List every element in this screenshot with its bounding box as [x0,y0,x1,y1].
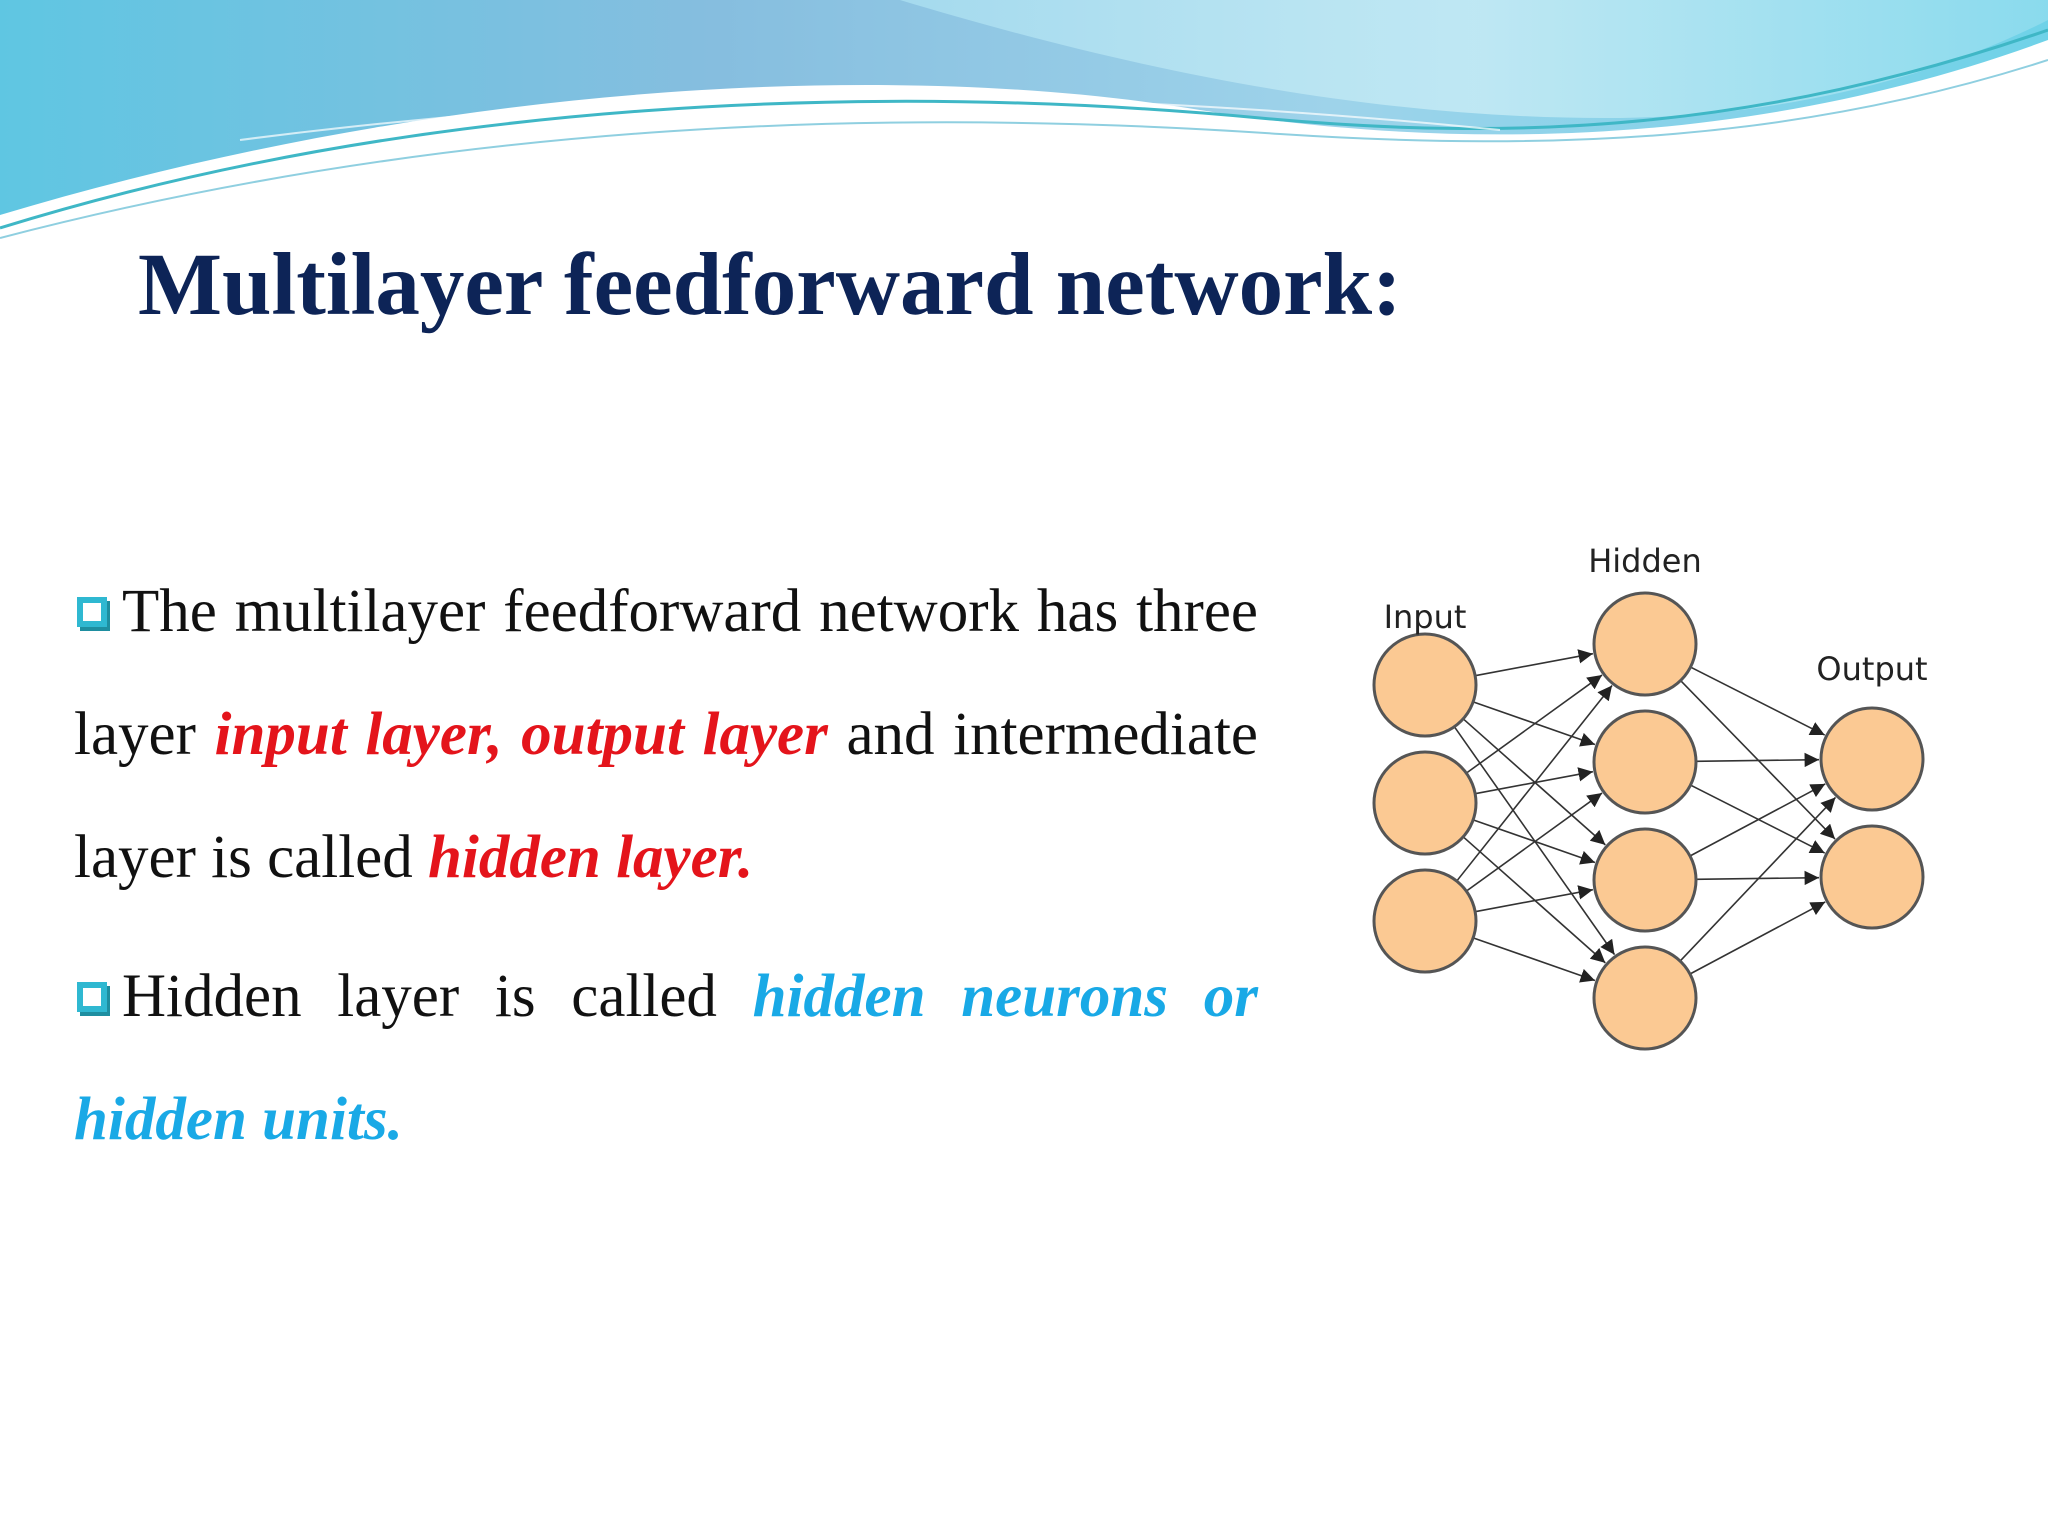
connection-arrow [1689,901,1826,975]
connection-arrow [1690,784,1826,854]
connection-arrow [1474,885,1594,913]
output-neuron [1819,824,1925,930]
hidden-neuron [1592,591,1698,697]
label-hidden: Hidden [1588,542,1702,580]
label-input: Input [1384,598,1467,636]
bullet-text: The multilayer feedforward network has t… [74,578,1258,768]
bullet-item: The multilayer feedforward network has t… [74,550,1258,919]
bullet-item: Hidden layer is called hidden neurons or… [74,935,1258,1181]
highlight-hidden-neurons: hidden neurons or hidden units. [74,963,1258,1153]
header-wave-decoration [0,0,2048,239]
connection-arrow [1679,796,1837,962]
label-output: Output [1816,650,1927,688]
connection-arrow [1456,685,1613,882]
output-neuron [1819,706,1925,812]
connection-arrow [1472,819,1596,865]
connection-arrow [1472,937,1596,983]
connection-edges [1453,649,1837,983]
hidden-neuron [1592,827,1698,933]
bullet-list: The multilayer feedforward network has t… [74,550,1258,1181]
hollow-square-bullet-icon [77,982,110,1016]
bullet-text: Hidden layer is called [122,963,753,1030]
neuron-nodes [1372,591,1925,1051]
neural-network-diagram: Input Hidden Output [1372,542,1928,1051]
highlight-hidden-layer: hidden layer. [427,824,754,891]
input-neuron [1372,868,1478,974]
hidden-neuron [1592,709,1698,815]
hollow-square-bullet-icon [77,597,110,631]
connection-arrow [1695,752,1820,768]
connection-arrow [1689,783,1826,857]
bullet-text: and intermediate layer is called [74,701,1258,891]
connection-arrow [1472,701,1596,747]
connection-arrow [1690,666,1826,736]
connection-arrow [1474,649,1594,677]
hidden-neuron [1592,945,1698,1051]
connection-arrow [1465,674,1603,774]
highlight-layers: input layer, output layer [214,701,828,768]
input-neuron [1372,632,1478,738]
input-neuron [1372,750,1478,856]
slide-title: Multilayer feedforward network: [138,236,1402,334]
connection-arrow [1465,792,1603,892]
